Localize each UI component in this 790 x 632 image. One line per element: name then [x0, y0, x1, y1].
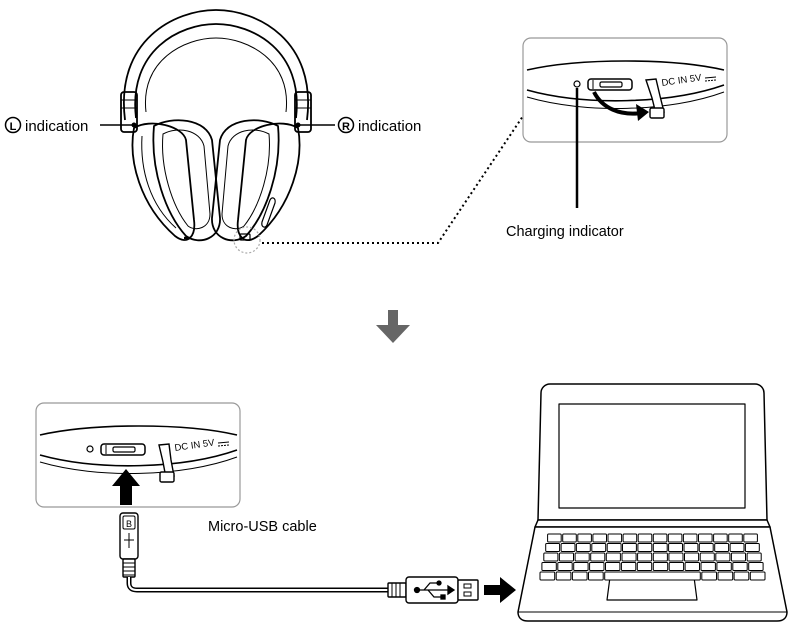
headband [122, 9, 310, 121]
keyboard-key [555, 571, 572, 581]
top-inset-panel: DC IN 5V [522, 37, 728, 143]
keyboard-key [589, 562, 605, 571]
keyboard-key [715, 552, 731, 562]
keyboard-key [539, 571, 556, 581]
micro-usb-cable-label: Micro-USB cable [208, 519, 317, 535]
left-indication: L indication [4, 116, 137, 135]
keyboard-key [684, 552, 700, 562]
keyboard-key [637, 552, 653, 562]
keyboard-key [728, 533, 743, 543]
keyboard-key [571, 571, 588, 581]
usb-cable [126, 577, 388, 593]
left-earcup [131, 122, 196, 241]
keyboard-key [605, 562, 621, 571]
keyboard-key [621, 552, 637, 562]
up-arrow-icon [112, 469, 140, 505]
usb-icon [413, 580, 456, 600]
keyboard-key [652, 533, 668, 543]
headphones [120, 9, 312, 242]
keyboard-key [592, 533, 608, 543]
keyboard-key [698, 533, 713, 543]
keyboard-key [700, 562, 716, 571]
keyboard-key [573, 562, 589, 571]
keyboard-key [729, 543, 745, 552]
keyboard-key [713, 533, 728, 543]
keyboard-key [547, 533, 562, 543]
keyboard-key [684, 562, 700, 571]
right-arrow-icon [484, 577, 516, 603]
right-earpad [211, 119, 280, 242]
keyboard-key [668, 543, 683, 552]
keyboard-key [730, 552, 747, 562]
keyboard-key [682, 533, 698, 543]
keyboard-key [620, 562, 637, 571]
keyboard-key [701, 571, 717, 581]
keyboard-key [590, 552, 606, 562]
right-indication-label: indication [358, 118, 421, 135]
keyboard-key [622, 543, 637, 552]
keyboard-key [575, 543, 591, 552]
left-indication-symbol: L [10, 121, 17, 133]
keyboard-key [562, 533, 577, 543]
keyboard-key [698, 543, 714, 552]
keyboard-key [743, 533, 758, 543]
micro-usb-b-mark: B [126, 519, 132, 529]
down-arrow-icon [376, 310, 410, 343]
keyboard-key [588, 571, 604, 581]
keyboard-key [637, 533, 653, 543]
left-earpad [152, 119, 221, 242]
keyboard-key [545, 543, 561, 552]
keyboard-key [652, 543, 668, 552]
keyboard-key [541, 562, 557, 571]
laptop [517, 383, 788, 622]
keyboard-key [560, 543, 576, 552]
bottom-inset-panel: DC IN 5V [35, 402, 241, 508]
keyboard-key [716, 562, 732, 571]
laptop-screen [558, 403, 746, 509]
keyboard-key [558, 552, 575, 562]
right-indication-symbol: R [342, 121, 350, 133]
charging-indicator-label: Charging indicator [506, 224, 624, 240]
keyboard-key [732, 562, 748, 571]
keyboard-key [699, 552, 715, 562]
keyboard-key [668, 562, 685, 571]
open-flap-arrow [592, 90, 643, 116]
keyboard-key [652, 552, 668, 562]
keyboard-key [622, 533, 638, 543]
keyboard-key [717, 571, 734, 581]
keyboard-spacebar [604, 571, 701, 581]
zoom-circle [233, 226, 261, 254]
right-indication: R indication [295, 116, 421, 135]
keyboard-key [637, 543, 653, 552]
keyboard-key [733, 571, 750, 581]
keyboard-key [749, 571, 766, 581]
keyboard-key [714, 543, 730, 552]
keyboard-key [744, 543, 760, 552]
keyboard-key [606, 543, 622, 552]
keyboard-key [557, 562, 573, 571]
keyboard-key [652, 562, 669, 571]
keyboard-key [683, 543, 699, 552]
laptop-keyboard [539, 533, 766, 581]
keyboard-key [748, 562, 764, 571]
keyboard-key [574, 552, 590, 562]
keyboard-key [543, 552, 559, 562]
left-indication-label: indication [25, 118, 88, 135]
keyboard-key [746, 552, 762, 562]
keyboard-key [577, 533, 592, 543]
keyboard-key [668, 552, 684, 562]
keyboard-key [607, 533, 623, 543]
zoom-leader [262, 115, 524, 244]
keyboard-key [667, 533, 683, 543]
keyboard-key [636, 562, 653, 571]
micro-usb-plug: B [119, 512, 139, 578]
charging-led [573, 80, 581, 88]
keyboard-key [605, 552, 621, 562]
keyboard-key [591, 543, 607, 552]
